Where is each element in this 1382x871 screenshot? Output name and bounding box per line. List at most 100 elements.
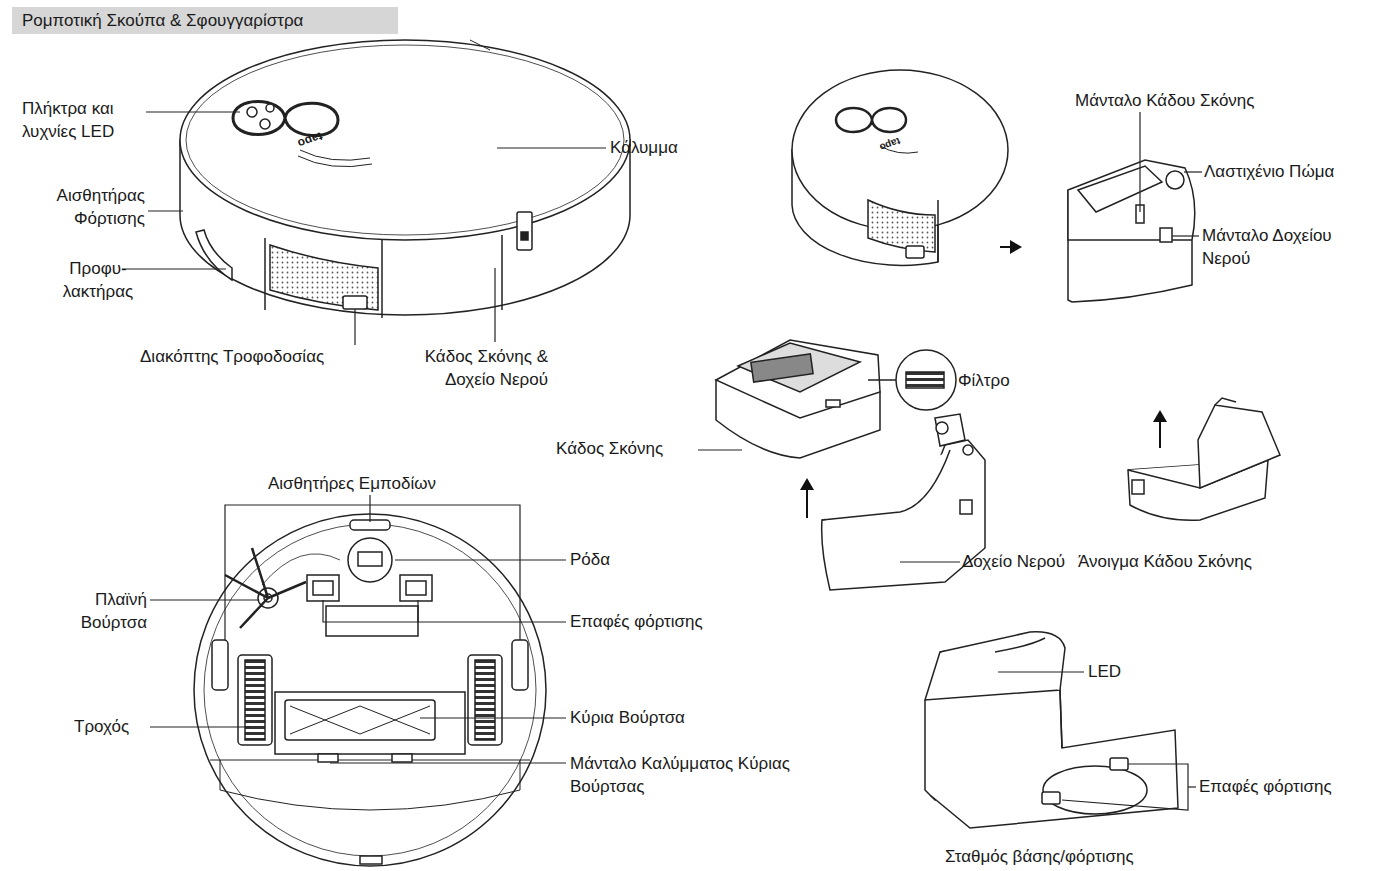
robot-top-view-part	[381, 240, 383, 318]
bin-assembly-part	[1160, 228, 1172, 242]
filter-inset	[868, 350, 956, 410]
robot-top-view-part	[186, 45, 624, 235]
robot-top-view-part	[270, 245, 378, 310]
direction-arrow-part	[800, 478, 814, 490]
water-tank-part	[822, 450, 950, 520]
opened-bin	[1128, 398, 1280, 520]
charging-station-part	[930, 690, 1178, 828]
dust-bin-part	[716, 340, 880, 418]
bin-assembly-part	[1068, 160, 1195, 302]
part-label: Λαστιχένιο Πώμα	[1204, 160, 1374, 183]
robot-underside-part	[204, 524, 536, 856]
direction-arrow-part	[1159, 420, 1161, 448]
leader-line-part	[418, 621, 566, 622]
robot-bin-removed-part	[937, 200, 939, 262]
title: Ρομποτική Σκούπα & Σφουγγαρίστρα	[12, 7, 398, 34]
robot-underside-part	[307, 575, 339, 601]
part-label: Μάνταλο Δοχείου Νερού	[1202, 224, 1380, 270]
leader-line-part	[1139, 112, 1140, 212]
robot-bin-removed-part	[836, 108, 906, 132]
opened-bin-part	[1215, 398, 1236, 405]
leader-line-part	[1172, 235, 1199, 236]
part-label: LED	[1088, 660, 1148, 683]
part-label: Διακόπτης Τροφοδοσίας	[140, 345, 355, 368]
charging-station-part	[1043, 766, 1147, 814]
dust-bin-part	[738, 343, 860, 392]
robot-underside-part	[220, 760, 520, 810]
part-label: Αισθητήρες Εμποδίων	[268, 472, 488, 495]
leader-line	[1140, 112, 1202, 236]
water-tank-part	[936, 422, 948, 434]
water-tank-part	[935, 414, 965, 446]
leader-line-part	[1188, 786, 1196, 787]
leader-line-part	[497, 147, 606, 148]
dust-bin-part	[751, 354, 813, 382]
part-label: Προφυ- λακτήρας	[48, 257, 148, 303]
dust-bin-part	[826, 400, 840, 407]
part-label: Μάνταλο Καλύμματος Κύριας Βούρτσας	[570, 752, 795, 798]
robot-underside	[194, 514, 546, 866]
robot-underside-part	[348, 538, 392, 582]
robot-underside-part	[318, 754, 338, 762]
leader-line-part	[1062, 764, 1188, 810]
part-label: Κύρια Βούρτσα	[570, 706, 740, 729]
robot-underside-part	[406, 581, 426, 595]
filter-inset-part	[896, 350, 956, 410]
robot-top-view-part	[266, 104, 274, 112]
leader-line-part	[998, 671, 1084, 672]
leader-line-part	[420, 717, 566, 718]
leader-line-part	[323, 600, 418, 622]
leader-line-part	[330, 762, 566, 763]
leader-line-part	[395, 559, 566, 560]
leader-line	[150, 495, 566, 763]
robot-underside-part	[210, 760, 530, 761]
part-label: Κάδος Σκόνης	[556, 437, 696, 460]
water-tank-part	[963, 445, 973, 455]
robot-underside-part	[194, 514, 546, 866]
dust-bin	[716, 340, 880, 458]
robot-top-view-part	[298, 156, 372, 167]
leader-line-part	[1184, 171, 1202, 172]
filter-inset-part	[906, 372, 944, 388]
leader-line	[122, 112, 606, 345]
leader-line	[998, 672, 1196, 810]
robot-underside-part	[326, 606, 418, 636]
robot-underside-part	[358, 552, 382, 566]
robot-underside-part	[212, 640, 228, 690]
water-tank-part	[822, 440, 985, 590]
leader-line-part	[150, 599, 258, 600]
part-label: Άνοιγμα Κάδου Σκόνης	[1078, 550, 1288, 573]
part-label: Πλήκτρα και λυχνίες LED	[22, 97, 147, 143]
robot-top-view-part	[300, 150, 370, 160]
robot-underside-part	[475, 660, 495, 740]
bin-assembly-part	[1166, 171, 1184, 189]
leader-line	[698, 450, 960, 562]
part-label: Μάνταλο Κάδου Σκόνης	[1075, 89, 1305, 112]
charging-station-part	[1110, 758, 1128, 770]
direction-arrow	[1000, 240, 1022, 254]
robot-top-view-part	[343, 296, 367, 309]
robot-top-view-part	[180, 40, 630, 240]
opened-bin-part	[1132, 480, 1144, 494]
charging-station-part	[1042, 792, 1060, 804]
robot-underside-part	[285, 700, 435, 740]
direction-arrow-part	[806, 488, 808, 518]
part-label: Κάδος Σκόνης & Δοχείο Νερού	[386, 345, 548, 391]
direction-arrow-part	[1153, 410, 1167, 422]
leader-line-part	[494, 268, 495, 342]
robot-underside-part	[290, 706, 430, 734]
charging-station-part	[995, 638, 1045, 652]
robot-top-view-part	[517, 212, 532, 250]
robot-bin-removed	[792, 70, 1008, 265]
bin-assembly	[1068, 160, 1195, 302]
part-label: Σταθμός βάσης/φόρτισης	[945, 845, 1205, 868]
leader-line-part	[900, 561, 960, 562]
robot-top-view-part	[196, 230, 232, 280]
part-label: Δοχείο Νερού	[962, 550, 1077, 573]
robot-underside-part	[468, 655, 502, 745]
part-label: Τροχός	[74, 715, 154, 738]
part-label: Φίλτρο	[958, 369, 1038, 392]
robot-underside-part	[392, 754, 412, 762]
